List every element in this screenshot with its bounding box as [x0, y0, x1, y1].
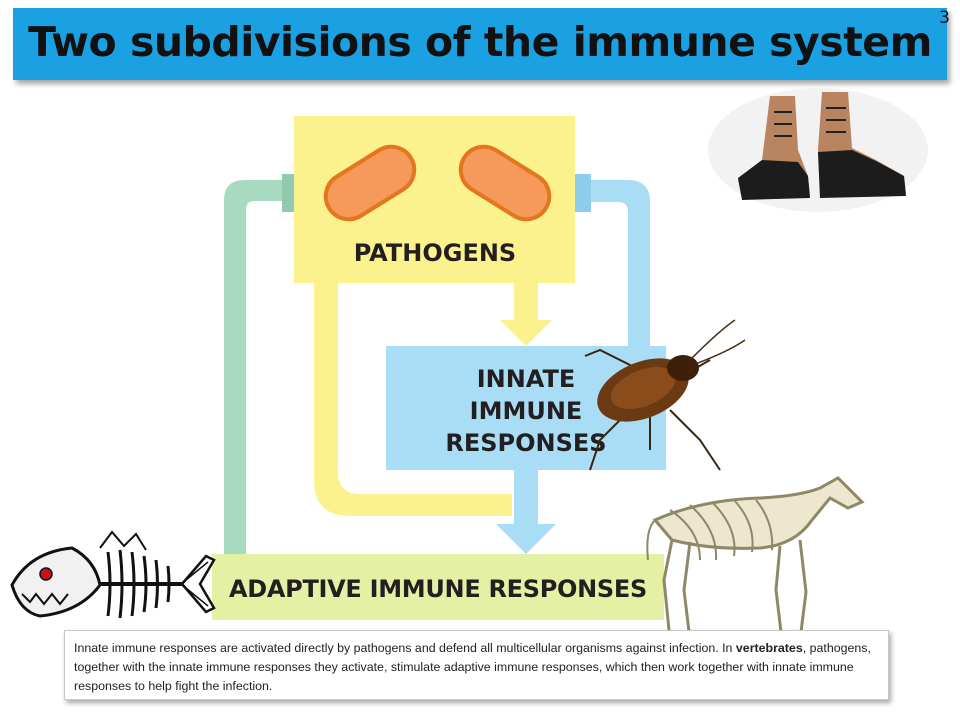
horse-skeleton-picture: [646, 476, 865, 648]
title-banner: Two subdivisions of the immune system: [13, 8, 947, 80]
caption-part1: Innate immune responses are activated di…: [74, 641, 736, 655]
innate-label-line1: INNATE: [477, 365, 576, 393]
slide-number: 3: [939, 8, 950, 28]
fish-skeleton-picture: [10, 530, 216, 619]
boots-picture: [708, 88, 928, 212]
slide-title: Two subdivisions of the immune system: [28, 18, 932, 66]
pathogen-cell-right: [458, 144, 552, 222]
innate-label-line3: RESPONSES: [445, 429, 606, 457]
adaptive-box: [212, 554, 664, 620]
yellow-arrow-pathogens-to-adaptive: [314, 282, 512, 516]
pathogen-cell-left: [323, 144, 417, 222]
caption-bold-term: vertebrates: [735, 641, 803, 655]
adaptive-label: ADAPTIVE IMMUNE RESPONSES: [229, 575, 647, 603]
innate-label-line2: IMMUNE: [470, 397, 583, 425]
caption-text: Innate immune responses are activated di…: [74, 639, 880, 696]
pathogens-label: PATHOGENS: [354, 239, 516, 267]
caption-box: Innate immune responses are activated di…: [64, 630, 889, 700]
blue-arrow-tab: [575, 174, 591, 212]
yellow-arrow-pathogens-to-innate: [500, 282, 552, 346]
caption-part2: , pathogens, together with the innate im…: [74, 641, 871, 693]
cockroach-picture: [584, 319, 746, 471]
green-arrow-pathogens-to-adaptive: [224, 180, 296, 560]
blue-arrow-innate-to-adaptive: [496, 470, 556, 554]
